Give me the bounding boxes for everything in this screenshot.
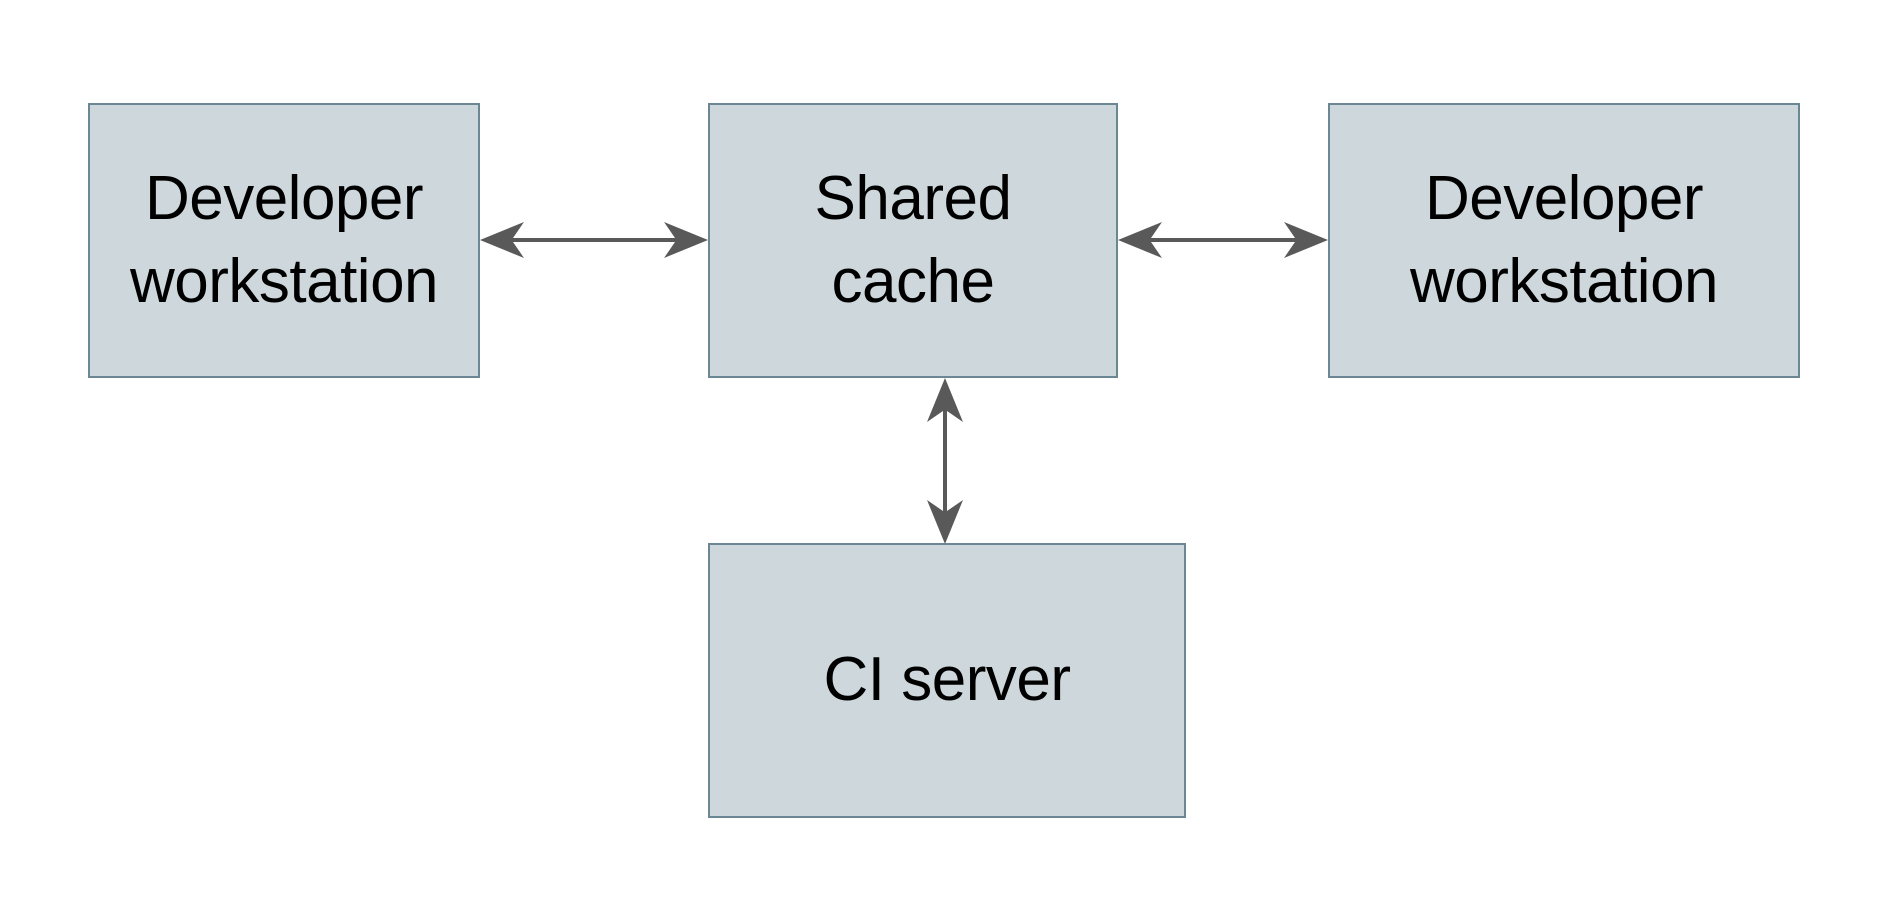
node-developer-workstation-right[interactable]: Developer workstation <box>1328 103 1800 378</box>
edge-shared-cache-right-workstation <box>1118 216 1328 264</box>
node-developer-workstation-left[interactable]: Developer workstation <box>88 103 480 378</box>
edge-left-workstation-shared-cache <box>480 216 708 264</box>
edge-shared-cache-ci-server <box>921 378 969 544</box>
node-label: CI server <box>823 645 1071 715</box>
node-label: Developer workstation <box>129 164 439 316</box>
node-ci-server[interactable]: CI server <box>708 543 1186 818</box>
node-label: Shared cache <box>814 164 1012 316</box>
node-label: Developer workstation <box>1409 164 1719 316</box>
node-shared-cache[interactable]: Shared cache <box>708 103 1118 378</box>
